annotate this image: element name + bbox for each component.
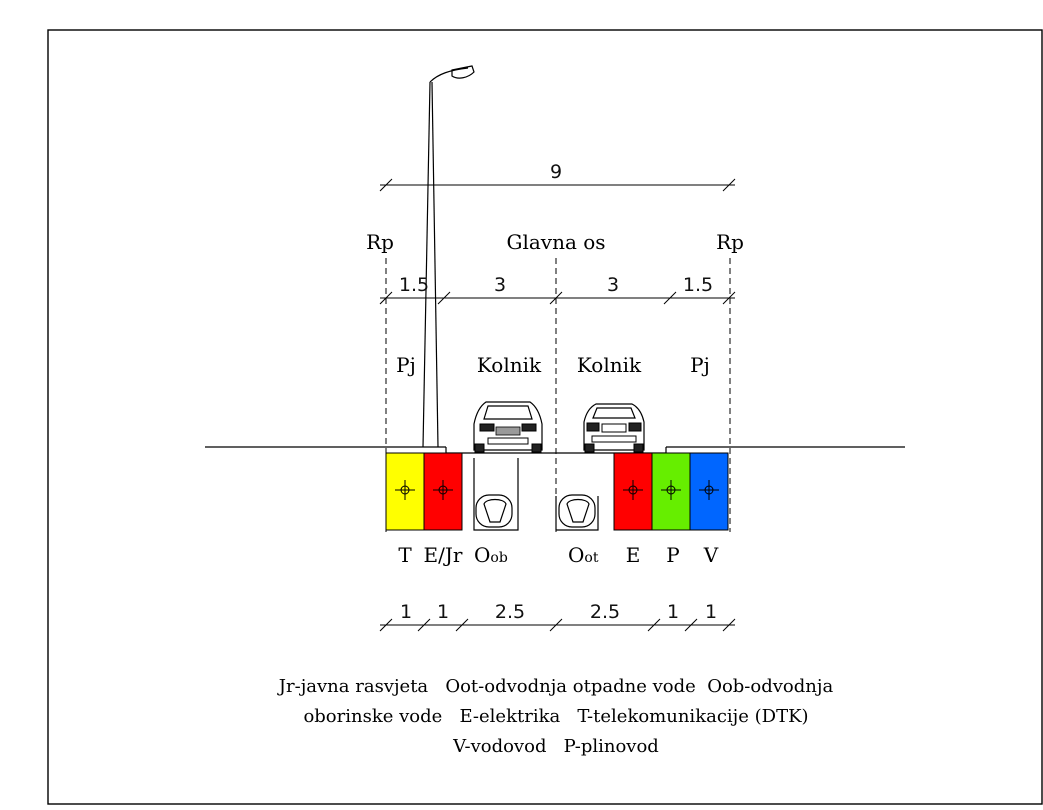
- legend-line-1: Jr-javna rasvjeta Oot-odvodnja otpadne v…: [277, 676, 834, 697]
- electric-lighting-block: [423, 452, 463, 531]
- label-oob: Oob: [474, 543, 508, 567]
- dim-top-2: 3: [494, 274, 506, 296]
- top-segment-dimensions: 1.5 3 3 1.5: [379, 274, 736, 305]
- dim-bottom-6: 1: [705, 601, 717, 623]
- dim-top-1: 1.5: [399, 274, 429, 296]
- car-front-icon: [473, 401, 543, 453]
- dim-bottom-5: 1: [667, 601, 679, 623]
- car-rear-icon: [583, 403, 645, 453]
- gas-block: [651, 452, 691, 531]
- label-oot: Oot: [568, 543, 599, 567]
- dim-bottom-1: 1: [400, 601, 412, 623]
- dim-bottom-4: 2.5: [590, 601, 620, 623]
- label-pj-right: Pj: [690, 353, 710, 377]
- label-kolnik-left: Kolnik: [477, 353, 542, 377]
- electric-block: [613, 452, 653, 531]
- dim-bottom-2: 1: [437, 601, 449, 623]
- label-t: T: [398, 543, 412, 567]
- total-width-dimension: 9: [379, 161, 736, 192]
- ground-line: [205, 446, 905, 454]
- legend-line-3: V-vodovod P-plinovod: [452, 736, 659, 757]
- label-ejr: E/Jr: [424, 543, 463, 567]
- dim-top-4: 1.5: [683, 274, 713, 296]
- legend-line-2: oborinske vode E-elektrika T-telekomunik…: [303, 706, 808, 727]
- dim-top-3: 3: [607, 274, 619, 296]
- dim-total: 9: [550, 161, 562, 183]
- telecom-block: [385, 452, 425, 531]
- label-rp-left: Rp: [366, 230, 394, 254]
- label-e: E: [626, 543, 641, 567]
- bottom-segment-dimensions: 1 1 2.5 2.5 1 1: [379, 601, 736, 632]
- drawing-frame: [47, 29, 1043, 805]
- label-pj-left: Pj: [396, 353, 416, 377]
- water-block: [689, 452, 729, 531]
- street-lamp-icon: [422, 65, 475, 448]
- storm-drain-pipe: [473, 458, 519, 531]
- label-kolnik-right: Kolnik: [577, 353, 642, 377]
- sewer-pipe: [555, 494, 599, 531]
- label-p: P: [666, 543, 679, 567]
- label-rp-right: Rp: [716, 230, 744, 254]
- label-main-axis: Glavna os: [506, 230, 605, 254]
- label-v: V: [703, 543, 719, 567]
- dim-bottom-3: 2.5: [495, 601, 525, 623]
